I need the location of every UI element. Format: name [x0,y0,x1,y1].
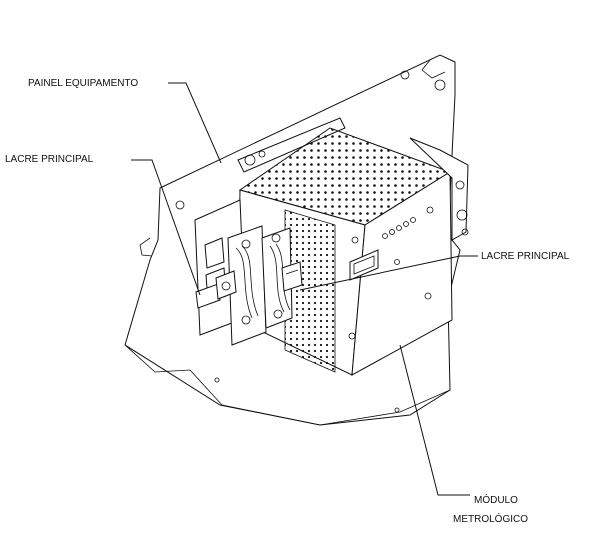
leader-lacre-left [131,159,201,296]
label-modulo-line1: MÓDULO [474,493,518,506]
leader-lacre-right [299,255,478,291]
leader-painel [168,82,222,164]
label-lacre-principal-right: LACRE PRINCIPAL [481,251,570,262]
mounting-bracket [237,117,346,173]
module-front-face [351,171,453,376]
label-painel-equipamento: PAINEL EQUIPAMENTO [28,78,138,89]
indicator-leds [382,217,416,239]
label-modulo-line2: METROLÓGICO [453,512,528,525]
connector-port [349,249,379,281]
label-lacre-principal-left: LACRE PRINCIPAL [5,154,94,165]
leader-modulo [399,344,470,496]
terminal-assembly [194,199,303,346]
